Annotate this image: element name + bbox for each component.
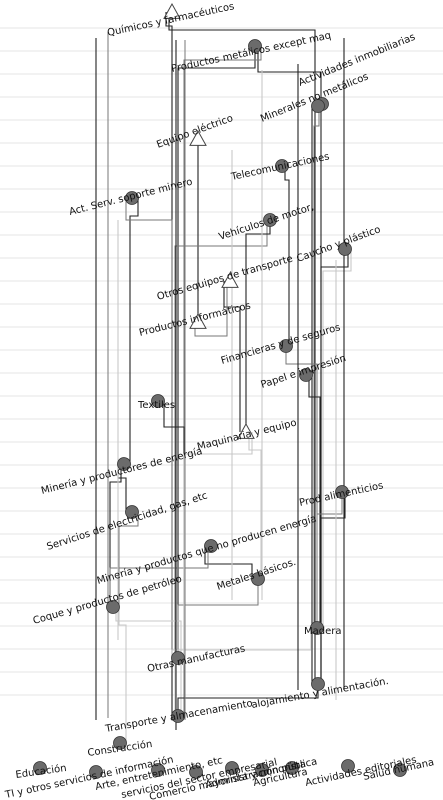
edge-telecom-to-financieras — [284, 166, 290, 346]
node-label-otras_manufacturas: Otras manufacturas — [146, 643, 246, 675]
node-circle-mineria_energia[interactable] — [117, 457, 131, 471]
node-triangle-quimicos[interactable] — [163, 2, 181, 19]
edge-soporte_minero-to-mineria_energia — [129, 198, 139, 464]
edge-layer — [95, 12, 352, 743]
node-circle-arte[interactable] — [151, 763, 165, 777]
edge-quimicos-to-transporte_almac — [165, 12, 173, 716]
edge-vehiculos-to-otras_manufacturas — [174, 220, 268, 658]
node-triangle-maquinaria[interactable] — [237, 422, 255, 439]
node-circle-mineria_no_energia[interactable] — [204, 539, 218, 553]
edge-madera-to-otras_manufacturas — [171, 628, 312, 658]
node-circle-electricidad[interactable] — [125, 505, 139, 519]
node-circle-soporte_minero[interactable] — [125, 191, 139, 205]
edge-maquinaria-to-otras_manufacturas — [183, 432, 253, 658]
edge-metales_basicos-to-otras_manufacturas — [177, 579, 259, 658]
node-label-maquinaria: Maquinaria y equipo — [196, 418, 298, 453]
edge-soporte_minero-to-otras_manufacturas — [125, 198, 173, 658]
node-label-papel: Papel e impresión — [259, 352, 347, 391]
edge-electricidad-to-coque — [118, 512, 139, 607]
node-triangle-otros_transporte[interactable] — [221, 271, 239, 288]
node-triangle-informaticos[interactable] — [189, 312, 207, 329]
node-circle-metalicos[interactable] — [248, 39, 262, 53]
node-label-textiles: Textiles — [137, 400, 175, 411]
edge-alojamiento-to-transporte_almac — [177, 684, 319, 716]
node-circle-administracion[interactable] — [255, 763, 269, 777]
node-circle-agricultura[interactable] — [285, 761, 299, 775]
node-circle-servicios_empresarial[interactable] — [189, 765, 203, 779]
node-circle-papel[interactable] — [299, 368, 313, 382]
node-circle-alojamiento[interactable] — [311, 677, 325, 691]
node-circle-minerales_nm[interactable] — [311, 99, 325, 113]
edge-metalicos-to-transporte_almac — [183, 46, 262, 716]
node-label-caucho: Caucho y plástico — [295, 223, 382, 265]
edge-mineria_no_energia-to-coque — [109, 546, 209, 607]
node-circle-prod_alimenticios[interactable] — [335, 485, 349, 499]
node-circle-transporte_almac[interactable] — [171, 709, 185, 723]
node-circle-ti_servicios[interactable] — [89, 765, 103, 779]
edge-mineria_energia-to-coque — [109, 464, 122, 607]
node-label-mineria_energia: Minería y productores de energía — [40, 445, 204, 497]
edge-prod_alimenticios-to-alojamiento — [320, 492, 346, 684]
node-circle-coque[interactable] — [106, 600, 120, 614]
node-circle-metales_basicos[interactable] — [251, 572, 265, 586]
node-circle-educacion[interactable] — [33, 761, 47, 775]
node-circle-financieras[interactable] — [279, 339, 293, 353]
edge-coque-to-transporte_almac — [115, 607, 182, 716]
edge-maquinaria-to-metales_basicos — [248, 432, 262, 579]
node-label-madera: Madera — [304, 626, 342, 637]
edge-metalicos-to-otras_manufacturas — [177, 46, 256, 658]
node-circle-caucho[interactable] — [338, 242, 352, 256]
edge-mineria_no_energia-to-metales_basicos — [204, 546, 253, 579]
grid-lines — [0, 27, 443, 696]
edge-inmobiliarias-to-madera — [313, 104, 320, 628]
edge-quimicos-to-alojamiento — [168, 12, 316, 684]
edge-coque-to-construccion — [118, 607, 127, 743]
node-label-metales_basicos: Metales básicos. — [215, 556, 297, 593]
edge-textiles-to-otras_manufacturas — [163, 401, 185, 658]
node-triangle-equipo_electrico[interactable] — [189, 129, 207, 146]
node-circle-textiles[interactable] — [151, 394, 165, 408]
edge-vehiculos-to-maquinaria — [245, 220, 271, 432]
edge-financieras-to-madera — [285, 346, 318, 628]
node-circle-editoriales[interactable] — [341, 759, 355, 773]
edge-caucho-to-madera — [322, 249, 352, 628]
node-circle-salud[interactable] — [393, 763, 407, 777]
edge-informaticos-to-otros_transporte — [194, 281, 228, 337]
node-circle-vehiculos[interactable] — [263, 213, 277, 227]
edge-prod_alimenticios-to-madera — [316, 492, 343, 628]
edge-papel-to-madera — [308, 375, 321, 628]
node-circle-telecom[interactable] — [275, 159, 289, 173]
edge-caucho-to-alojamiento — [320, 249, 349, 684]
node-label-prod_alimenticios: Prod alimenticios — [298, 480, 384, 509]
node-circle-otras_manufacturas[interactable] — [171, 651, 185, 665]
node-layer — [33, 2, 407, 779]
node-circle-construccion[interactable] — [113, 736, 127, 750]
node-circle-madera[interactable] — [310, 621, 324, 635]
node-circle-comercio[interactable] — [225, 761, 239, 775]
